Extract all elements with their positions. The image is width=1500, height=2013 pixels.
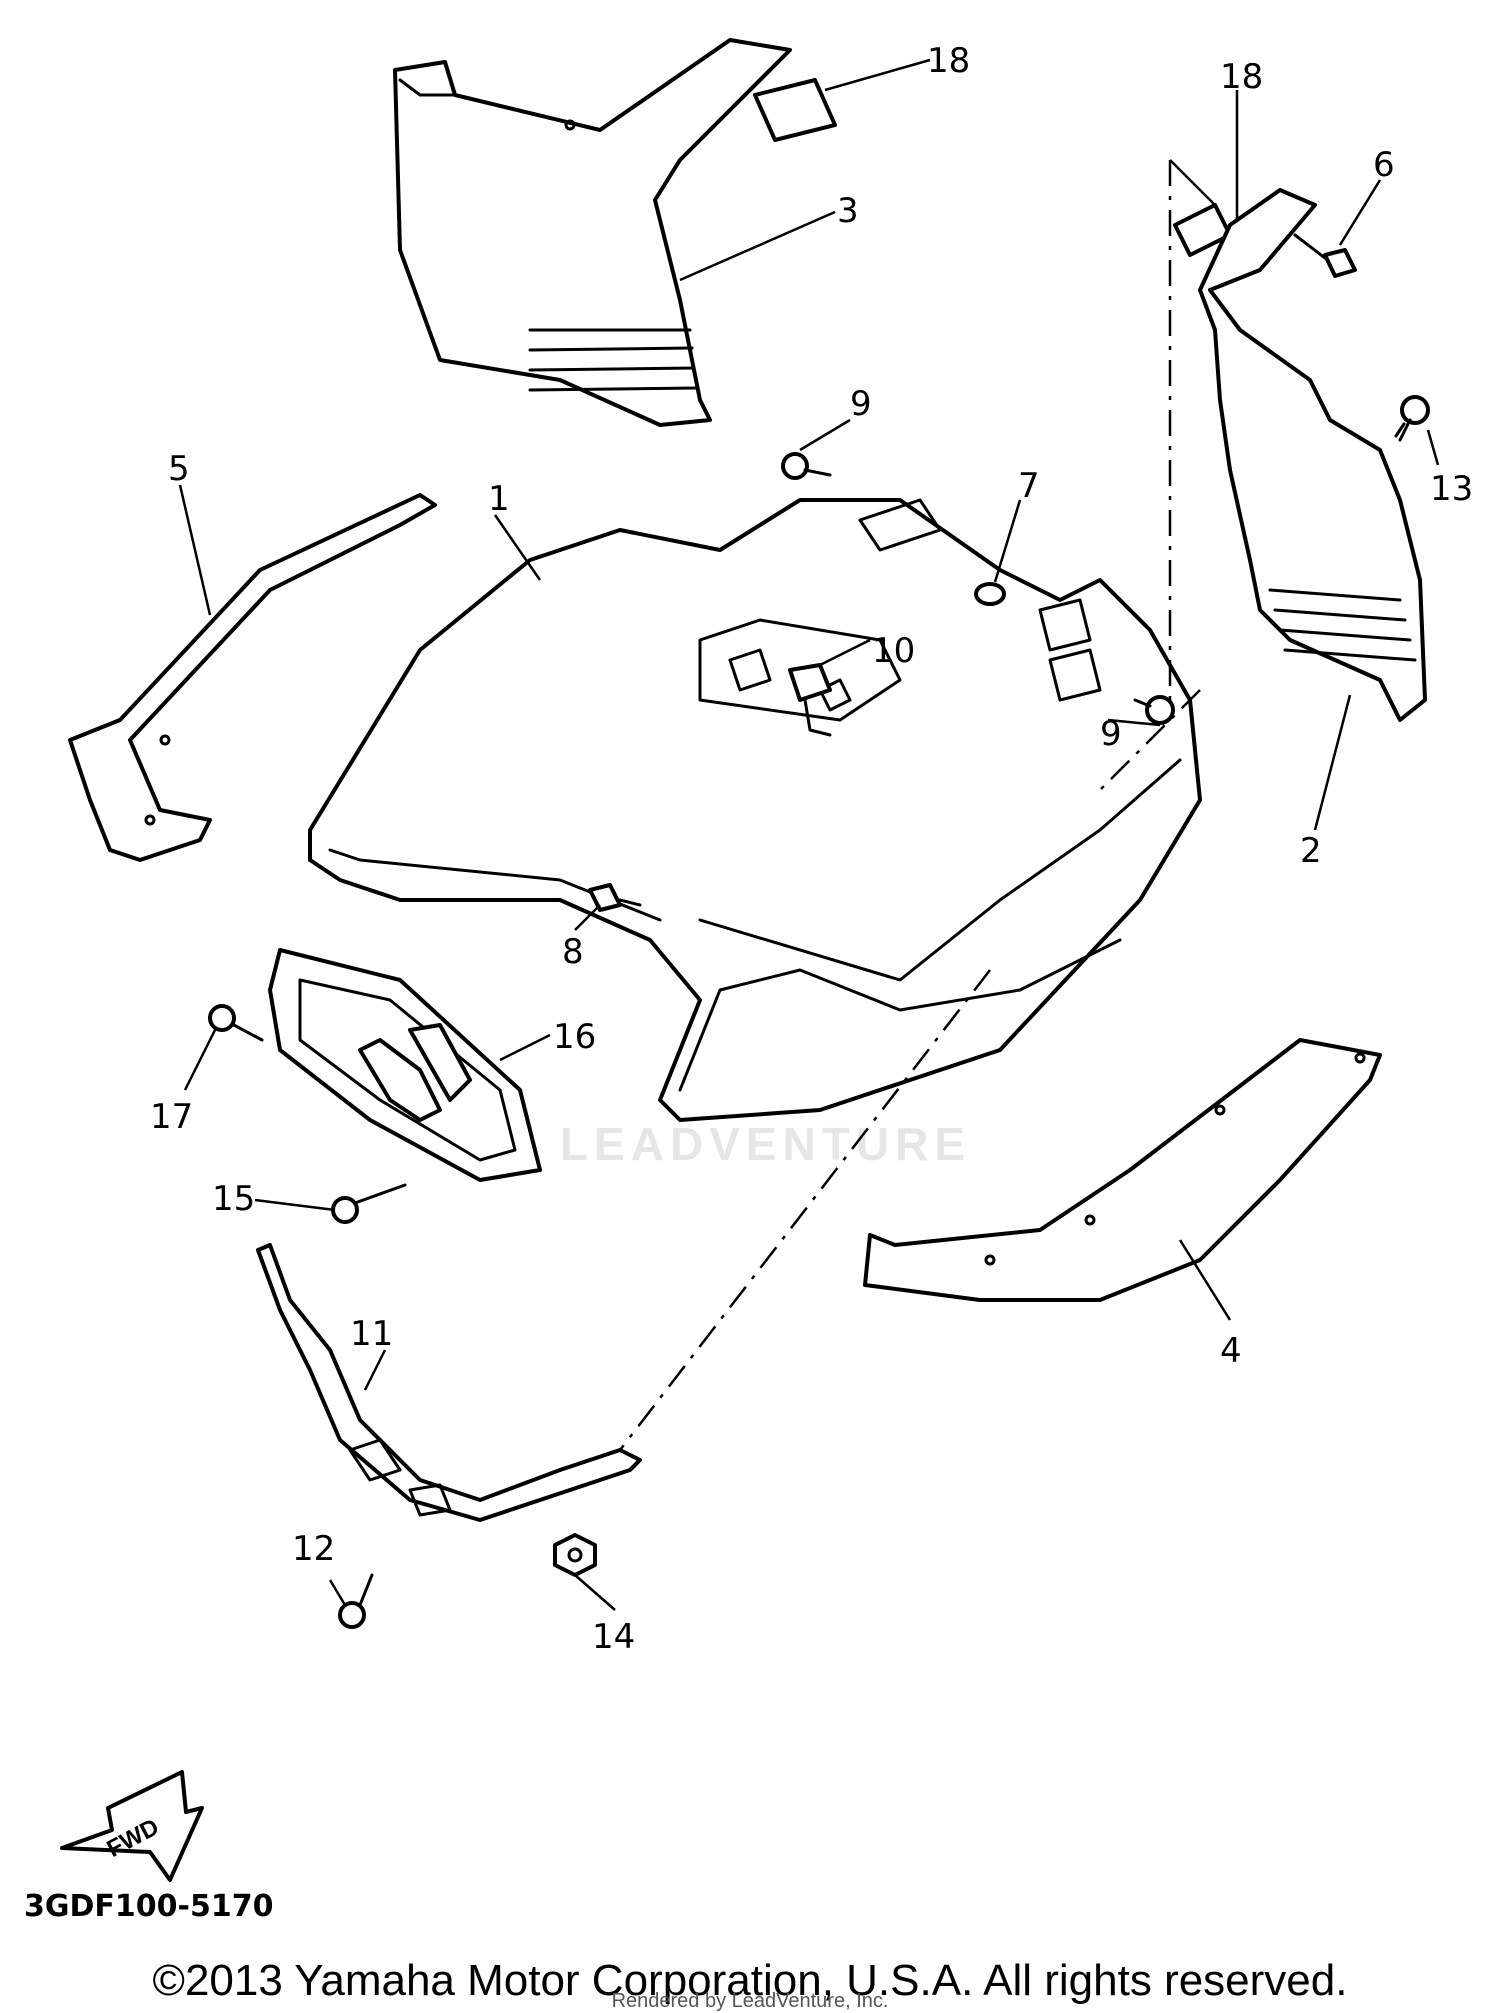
part-13-screw[interactable]	[1394, 395, 1430, 442]
assembly-line-fender-cover	[1099, 689, 1201, 791]
part-15-light-bracket[interactable]	[268, 948, 542, 1182]
callout-18-right: 18	[1220, 57, 1263, 97]
assembly-line-fender-stay	[619, 969, 991, 1451]
part-8-bolt[interactable]	[588, 883, 642, 912]
callout-2: 2	[1300, 831, 1322, 871]
callout-5: 5	[168, 449, 190, 489]
part-10-fuel-cap[interactable]	[788, 663, 832, 737]
part-7-washer[interactable]	[974, 582, 1006, 606]
leader-9-top	[799, 418, 851, 452]
callout-18-left: 18	[927, 41, 970, 81]
leader-6	[1338, 179, 1382, 246]
leader-11	[363, 1349, 387, 1391]
leader-12	[328, 1579, 347, 1606]
part-5-left-fender-flap[interactable]	[68, 493, 437, 862]
part-18-left-tag[interactable]	[753, 78, 837, 142]
part-6-bolt[interactable]	[1293, 233, 1357, 278]
callout-14: 14	[592, 1617, 635, 1657]
part-17-bolt[interactable]	[331, 1183, 407, 1224]
leader-5	[178, 484, 212, 616]
leader-10	[819, 638, 871, 667]
callout-10: 10	[872, 631, 915, 671]
part-11-stay-bar[interactable]	[256, 1243, 642, 1522]
callout-6: 6	[1373, 145, 1395, 185]
leader-17	[254, 1198, 336, 1212]
leader-14	[574, 1574, 616, 1611]
callout-3: 3	[837, 191, 859, 231]
leader-3	[679, 210, 836, 282]
callout-15: 16	[553, 1017, 596, 1057]
callout-9-right: 9	[1100, 714, 1122, 754]
callout-8: 8	[562, 932, 584, 972]
callout-1: 1	[488, 479, 510, 519]
watermark-text: LEADVENTURE	[560, 1118, 971, 1170]
callout-17: 15	[212, 1179, 255, 1219]
leader-1	[493, 514, 542, 581]
leader-16	[183, 1029, 217, 1091]
callout-4: 4	[1220, 1331, 1242, 1371]
rendered-by-text: Rendered by LeadVenture, Inc.	[611, 1990, 889, 2012]
callout-13: 13	[1430, 469, 1473, 509]
part-4-right-fender-flap[interactable]	[863, 1038, 1382, 1302]
part-3-left-side-cover[interactable]	[393, 38, 792, 427]
leader-7	[993, 499, 1022, 583]
copyright-notice: ©2013 Yamaha Motor Corporation, U.S.A. A…	[152, 1956, 1348, 2005]
leader-15	[499, 1033, 551, 1062]
callout-9-top: 9	[850, 384, 872, 424]
part-9-right-bolt[interactable]	[1133, 695, 1175, 725]
diagram-code: 3GDF100-5170	[24, 1889, 274, 1924]
callout-11: 11	[350, 1314, 393, 1354]
leader-8	[574, 904, 601, 931]
callout-7: 7	[1018, 466, 1040, 506]
part-1-rear-fender[interactable]	[308, 498, 1202, 1122]
leader-2	[1313, 694, 1352, 831]
leader-13	[1426, 429, 1440, 466]
assembly-line-tag	[1169, 159, 1216, 206]
part-12-bolt[interactable]	[338, 1573, 374, 1629]
callout-16: 17	[150, 1097, 193, 1137]
forward-arrow-icon: FWD	[60, 1770, 204, 1882]
part-14-nut[interactable]	[553, 1533, 597, 1577]
part-2-right-side-cover[interactable]	[1198, 188, 1427, 722]
leader-18-left	[824, 58, 931, 92]
part-16-bolt[interactable]	[208, 1004, 264, 1042]
leader-9-right	[1107, 718, 1161, 727]
part-9-top-bolt[interactable]	[781, 452, 832, 480]
leader-4	[1178, 1239, 1232, 1321]
callout-12: 12	[292, 1529, 335, 1569]
